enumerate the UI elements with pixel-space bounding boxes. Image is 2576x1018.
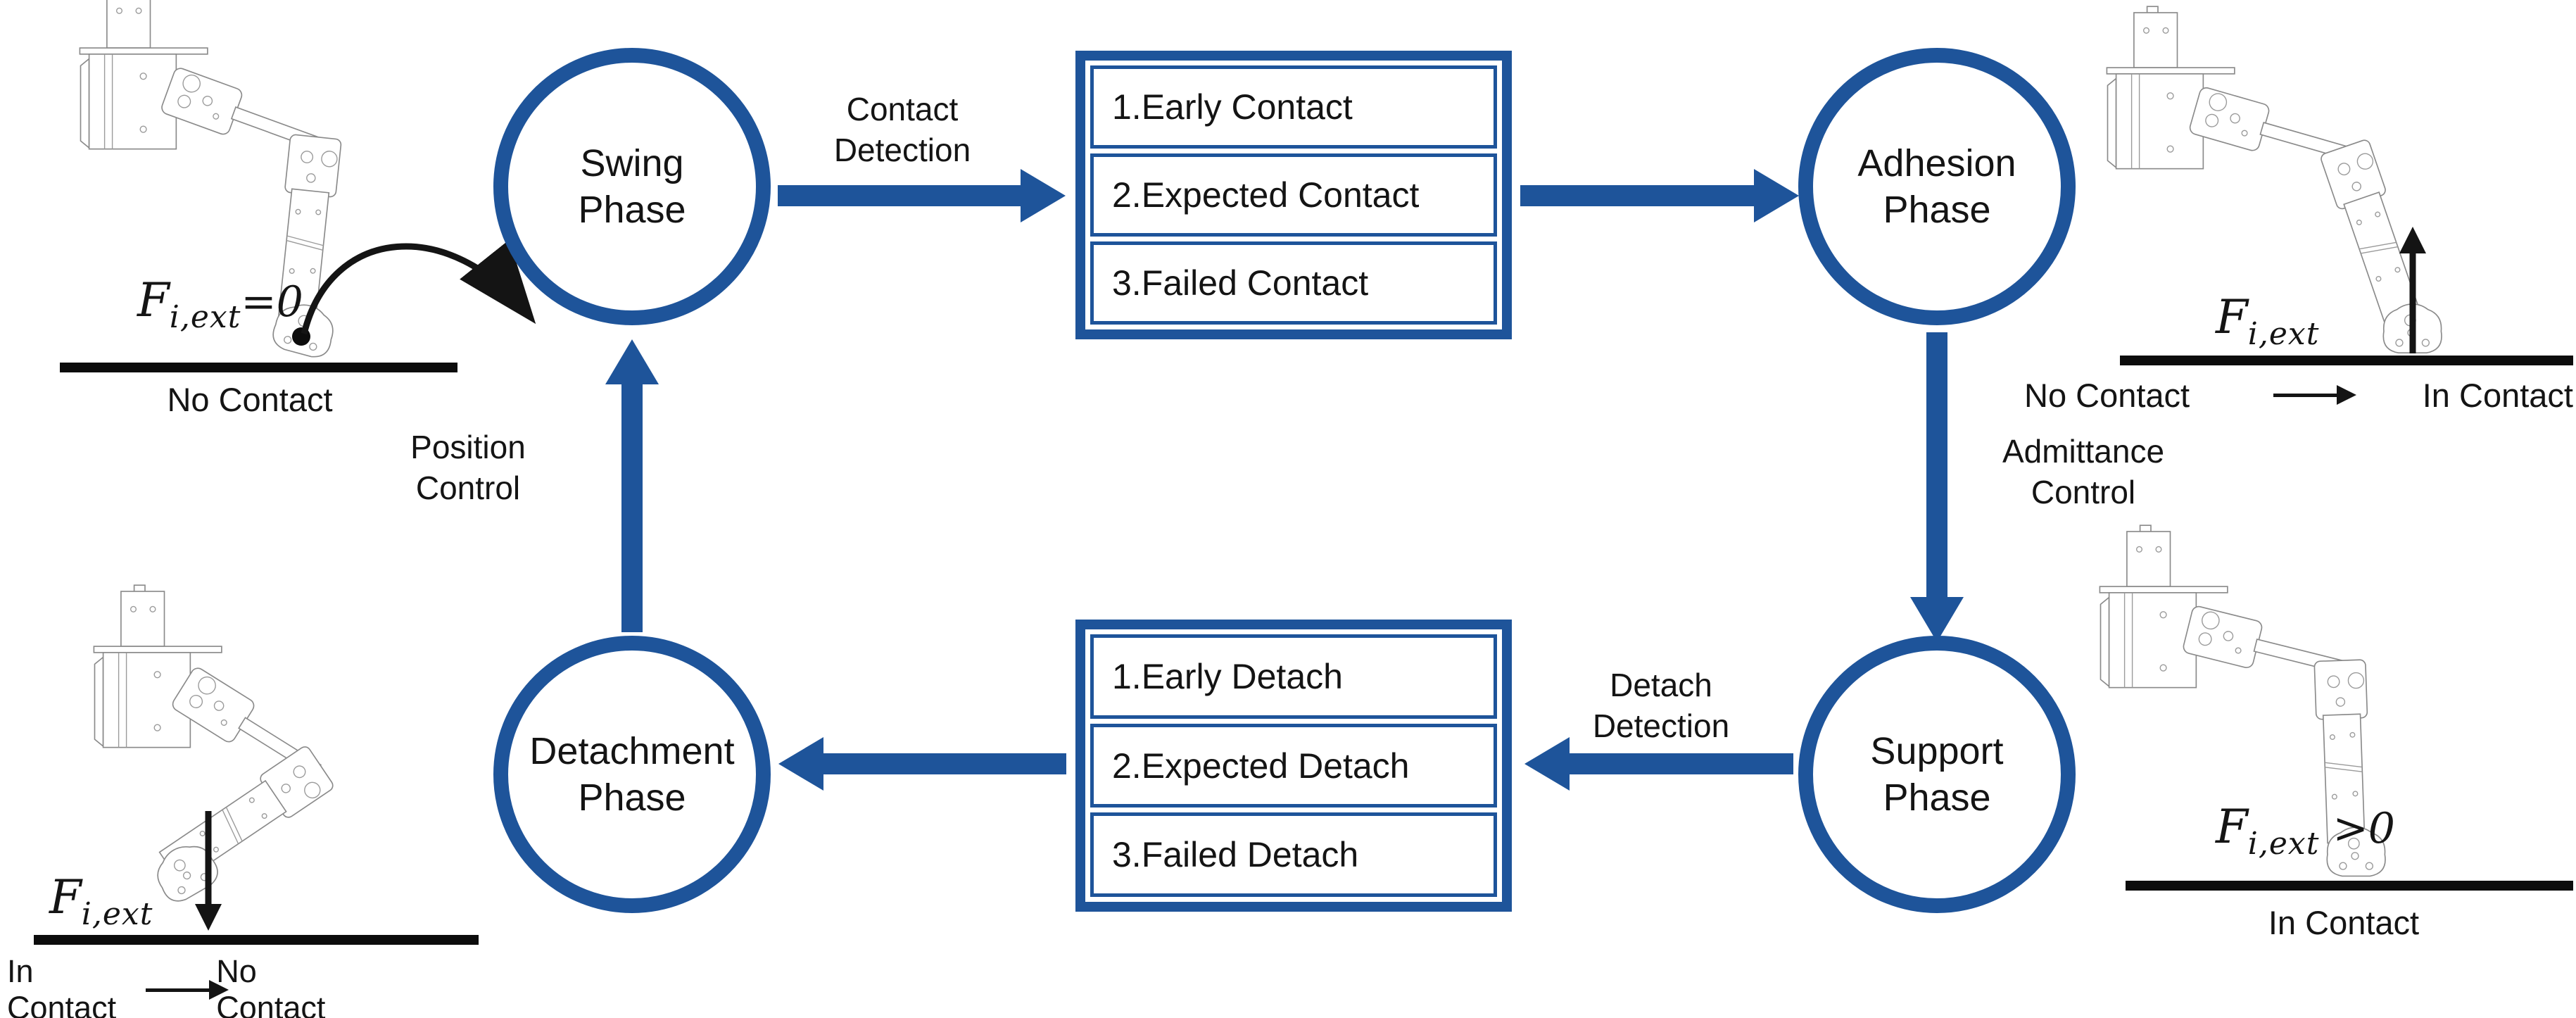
caption-to: In Contact	[2422, 377, 2573, 414]
detach-option-expected: 2.Expected Detach	[1090, 723, 1497, 808]
phase-circle-detachment: Detachment Phase	[493, 636, 771, 913]
caption-from: No Contact	[2024, 377, 2190, 414]
robot-leg-illustration	[2099, 524, 2386, 877]
label-position-control: Position Control	[410, 429, 526, 506]
contact-option-expected: 2.Expected Contact	[1090, 153, 1497, 237]
right-arrow-icon	[146, 979, 229, 1000]
phase-label: Adhesion	[1857, 142, 2016, 184]
ground-line-bottom-left	[34, 935, 479, 945]
force-label-bottom-right: Fi,ext >0	[2216, 800, 2395, 862]
annotation-arrows	[195, 227, 2426, 931]
ground-caption-top-left: No Contact	[167, 381, 333, 418]
phase-circle-adhesion: Adhesion Phase	[1798, 48, 2076, 325]
phase-label: Phase	[1883, 777, 1991, 819]
ground-caption-top-right: No Contact In Contact	[2024, 376, 2573, 415]
robot-leg-illustration	[2106, 6, 2442, 354]
ground-line-top-left	[60, 363, 457, 372]
contact-option-failed: 3.Failed Contact	[1090, 241, 1497, 325]
arrow-support-to-detach-detection	[1524, 737, 1793, 791]
phase-label: Swing	[580, 142, 684, 184]
phase-label: Phase	[578, 189, 686, 231]
phase-circle-support: Support Phase	[1798, 636, 2076, 913]
phase-label: Detachment	[529, 730, 735, 772]
phase-label: Support	[1870, 730, 2004, 772]
caption-from: In Contact	[7, 953, 117, 1018]
caption-to: No Contact	[216, 953, 326, 1018]
ground-caption-bottom-right: In Contact	[2268, 904, 2420, 941]
phase-circle-swing: Swing Phase	[493, 48, 771, 325]
arrow-adhesion-to-support	[1910, 332, 1964, 642]
detach-option-early: 1.Early Detach	[1090, 634, 1497, 719]
arrow-contact-to-adhesion	[1520, 169, 1799, 222]
ground-caption-bottom-left: In Contact No Contact	[7, 953, 362, 1018]
right-arrow-icon	[2273, 385, 2357, 405]
contact-result-box: 1.Early Contact 2.Expected Contact 3.Fai…	[1075, 51, 1512, 339]
force-label-bottom-left: Fi,ext	[49, 870, 153, 932]
arrow-detach-to-detachment	[778, 737, 1066, 791]
label-contact-detection: Contact Detection	[833, 91, 971, 168]
phase-label: Phase	[1883, 189, 1991, 231]
detach-option-failed: 3.Failed Detach	[1090, 812, 1497, 898]
contact-force-up-arrow	[2399, 227, 2426, 353]
ground-lines	[34, 356, 2573, 945]
swing-trajectory-arc	[301, 239, 536, 335]
ground-line-bottom-right	[2126, 881, 2573, 891]
arrow-swing-to-contact-detection	[778, 169, 1066, 222]
phase-label: Phase	[578, 777, 686, 819]
arrow-detachment-to-swing	[605, 339, 659, 632]
force-label-top-left: Fi,ext=0	[137, 273, 303, 335]
detach-result-box: 1.Early Detach 2.Expected Detach 3.Faile…	[1075, 620, 1512, 912]
ground-line-top-right	[2120, 356, 2573, 365]
label-detach-detection: Detach Detection	[1592, 667, 1730, 744]
detach-force-down-arrow	[195, 811, 222, 931]
force-label-top-right: Fi,ext	[2216, 290, 2320, 352]
robot-leg-illustrations	[79, 0, 2442, 902]
robot-leg-illustration	[93, 584, 334, 902]
contact-option-early: 1.Early Contact	[1090, 65, 1497, 149]
transition-arrows	[605, 169, 1964, 791]
label-admittance-control: Admittance Control	[2002, 433, 2165, 510]
